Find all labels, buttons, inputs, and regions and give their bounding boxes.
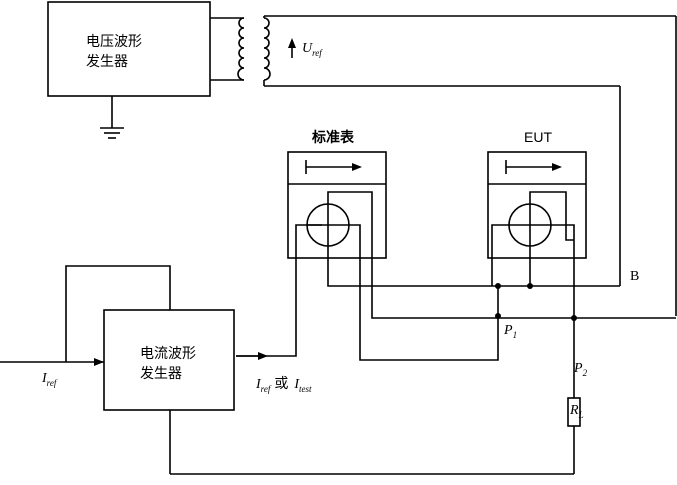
node-b-label: B [630, 269, 639, 284]
eut-meter-arrow-icon [552, 163, 562, 171]
reference-meter-title: 标准表 [311, 129, 355, 146]
current-generator-box [103, 309, 235, 411]
node-p2-label: P2 [573, 361, 588, 378]
load-resistor-label: RL [569, 403, 584, 420]
uref-arrowhead-icon [288, 38, 296, 48]
eut-title: EUT [524, 129, 552, 145]
output-arrow-icon [258, 352, 268, 360]
load-resistor [169, 318, 581, 475]
node-junction2-dot [495, 283, 501, 289]
node-p1-dot [495, 313, 501, 319]
voltage-generator-box [47, 1, 211, 97]
eut-wiring [491, 191, 575, 318]
ref-meter-arrow-icon [352, 163, 362, 171]
reference-meter-wiring [236, 191, 620, 361]
current-generator-wiring [0, 265, 262, 363]
node-p2-dot [571, 315, 577, 321]
current-generator-label-1: 电流波形 [140, 346, 196, 362]
iref-input-arrow-icon [94, 358, 104, 366]
current-generator-label-2: 发生器 [140, 366, 182, 382]
transformer-secondary-icon [263, 15, 677, 316]
ground-icon [100, 96, 124, 139]
iref-input-label: Iref [41, 371, 58, 388]
eut-meter [487, 151, 587, 259]
voltage-generator-label-2: 发生器 [86, 54, 128, 70]
uref-label: Uref [302, 41, 323, 58]
transformer-primary-icon [210, 17, 245, 81]
node-junction-dot [527, 283, 533, 289]
node-p1-label: P1 [503, 323, 517, 340]
reference-meter [287, 151, 387, 259]
voltage-generator-label-1: 电压波形 [86, 34, 142, 50]
